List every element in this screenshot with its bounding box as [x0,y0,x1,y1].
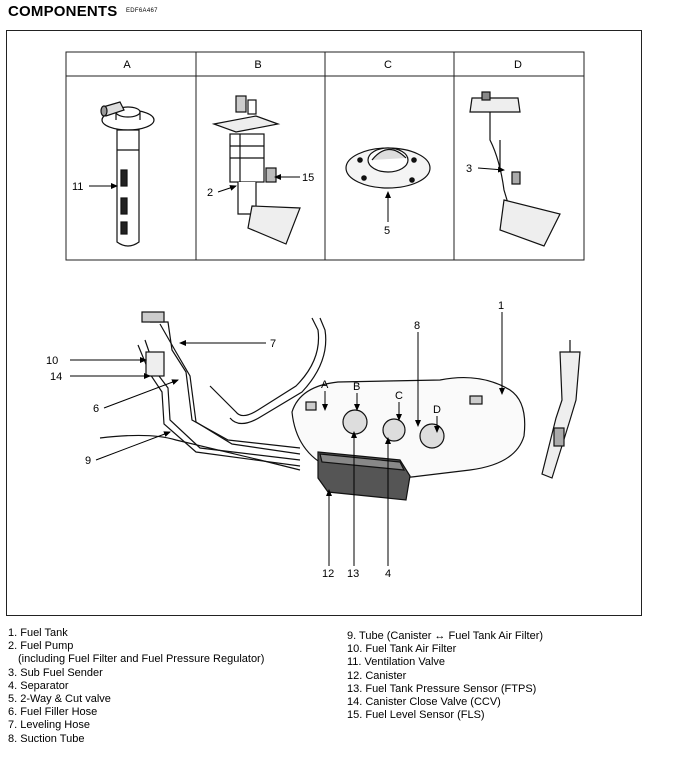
callout-panel-a: A [321,379,329,391]
legend-item: 12. Canister [347,669,407,682]
callout-12: 12 [322,568,334,580]
legend-item-note: (including Fuel Filter and Fuel Pressure… [18,653,265,666]
callout-7: 7 [270,338,276,350]
callout-9: 9 [85,455,91,467]
callout-14: 14 [50,371,62,383]
legend-item: 6. Fuel Filler Hose [8,706,98,719]
callout-2: 2 [207,187,213,199]
legend-right: 9. Tube (Canister ↔ Fuel Tank Air Filter… [347,630,543,722]
legend-item: 1. Fuel Tank [8,627,68,639]
callout-11: 11 [72,181,83,193]
legend-item: 9. Tube (Canister ↔ Fuel Tank Air Filter… [347,630,544,642]
legend-item: 8. Suction Tube [8,732,85,745]
panel-d-header: D [514,59,522,71]
fuel-tank-assembly-illustration [99,311,581,501]
callout-arrow-3 [477,166,505,173]
page-title: COMPONENTS [8,3,118,20]
callout-13: 13 [347,568,359,580]
diagram-frame [6,30,642,616]
figure-code: EDF6A467 [126,8,158,14]
callout-6: 6 [93,403,99,415]
callout-panel-b: B [353,381,360,393]
legend-item: 5. 2-Way & Cut valve [8,693,111,706]
legend-item: 14. Canister Close Valve (CCV) [347,696,501,709]
callout-15: 15 [302,172,314,184]
ventilation-valve-illustration [100,101,155,247]
callout-arrow-6 [103,379,179,409]
callout-3: 3 [466,163,472,175]
callout-panel-c: C [395,390,403,402]
two-way-cut-valve-illustration [345,147,431,189]
legend-item: 10. Fuel Tank Air Filter [347,643,457,656]
legend-item: 4. Separator [8,679,69,692]
legend-item: 7. Leveling Hose [8,719,90,732]
callout-4: 4 [385,568,391,580]
callout-8: 8 [414,320,420,332]
legend-item: 2. Fuel Pump [8,640,74,653]
callout-10: 10 [46,355,58,367]
callout-arrow-2 [217,185,237,193]
callout-1: 1 [498,300,504,312]
sub-fuel-sender-illustration [469,91,561,247]
callout-panel-d: D [433,404,441,416]
fuel-pump-illustration [211,95,301,245]
legend-item: 13. Fuel Tank Pressure Sensor (FTPS) [347,682,537,695]
legend-item: 3. Sub Fuel Sender [8,666,103,679]
legend-item: 11. Ventilation Valve [347,656,446,669]
callout-5: 5 [384,225,390,237]
panel-a-header: A [123,59,131,71]
panel-c-header: C [384,59,392,71]
legend-left: 1. Fuel Tank 2. Fuel Pump (including Fue… [8,627,264,746]
component-panel-table [65,51,585,261]
callout-arrow-9 [95,431,171,461]
panel-b-header: B [254,59,261,71]
legend-item: 15. Fuel Level Sensor (FLS) [347,709,485,722]
